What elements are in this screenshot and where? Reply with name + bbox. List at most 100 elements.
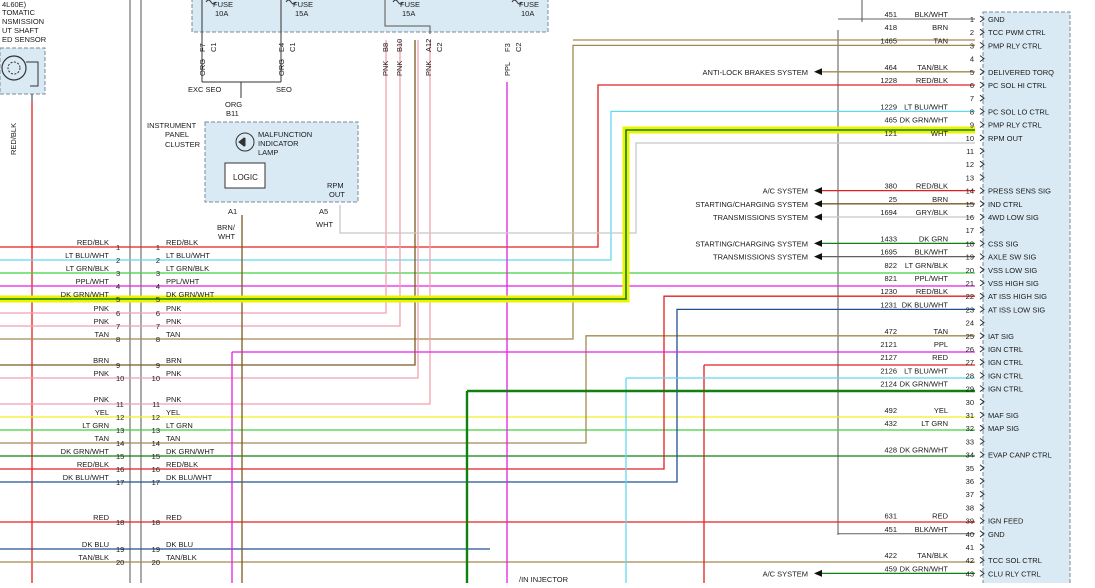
wire-route bbox=[0, 40, 431, 405]
right-conn-color: DK GRN/WHT bbox=[900, 380, 949, 389]
left-conn-pin: 9 bbox=[116, 361, 120, 370]
right-conn-pin: 39 bbox=[966, 517, 974, 526]
mid-conn-color: RED/BLK bbox=[166, 238, 198, 247]
right-conn-pin: 32 bbox=[966, 424, 974, 433]
left-conn-color: TAN bbox=[95, 330, 109, 339]
right-conn-circuit: 451 bbox=[884, 10, 897, 19]
left-conn-pin: 3 bbox=[116, 269, 120, 278]
mid-conn-pin: 13 bbox=[152, 426, 160, 435]
mid-conn-color: TAN bbox=[166, 330, 180, 339]
ipc-pin-a5: A5 bbox=[319, 207, 328, 216]
top-pin-connector: C2 bbox=[435, 42, 444, 52]
pin-chevron-icon bbox=[979, 134, 985, 142]
mid-conn-pin: 5 bbox=[156, 295, 160, 304]
wire-route bbox=[0, 295, 975, 470]
mid-conn-color: RED bbox=[166, 513, 182, 522]
right-conn-pin: 10 bbox=[966, 134, 974, 143]
right-conn-color: DK GRN bbox=[919, 234, 948, 243]
right-conn-circuit: 821 bbox=[884, 274, 897, 283]
right-conn-color: BRN bbox=[932, 23, 948, 32]
right-conn-circuit: 1694 bbox=[880, 208, 897, 217]
right-conn-circuit: 1229 bbox=[880, 102, 897, 111]
right-conn-circuit: 631 bbox=[884, 512, 897, 521]
pin-chevron-icon bbox=[979, 42, 985, 49]
system-arrow-icon bbox=[814, 213, 822, 221]
pin-chevron-icon bbox=[979, 55, 985, 62]
left-conn-color: PNK bbox=[94, 317, 109, 326]
system-arrow-icon bbox=[814, 253, 822, 261]
right-conn-circuit: 492 bbox=[884, 406, 897, 415]
top-pin-color: PPL bbox=[503, 62, 512, 76]
pin-chevron-icon bbox=[979, 477, 985, 485]
right-conn-color: TAN bbox=[934, 36, 948, 45]
right-conn-pin: 40 bbox=[966, 530, 974, 539]
mid-conn-color: PNK bbox=[166, 317, 181, 326]
right-conn-pin: 12 bbox=[966, 160, 974, 169]
left-conn-pin: 12 bbox=[116, 413, 124, 422]
system-label: ANTI-LOCK BRAKES SYSTEM bbox=[703, 68, 808, 77]
left-conn-color: DK GRN/WHT bbox=[61, 447, 110, 456]
pin-chevron-icon bbox=[979, 424, 985, 432]
fuse-icon bbox=[392, 0, 404, 5]
system-arrow-icon bbox=[814, 239, 822, 247]
right-conn-color: DK GRN/WHT bbox=[900, 116, 949, 125]
pin-chevron-icon bbox=[979, 94, 985, 102]
ipc-box bbox=[204, 121, 359, 203]
wire-route bbox=[0, 84, 975, 248]
right-conn-circuit: 2126 bbox=[880, 366, 897, 375]
right-conn-pin: 27 bbox=[966, 358, 974, 367]
right-conn-color: YEL bbox=[934, 406, 948, 415]
fuse-word: FUSE bbox=[519, 0, 539, 9]
top-pin-color: PNK bbox=[381, 61, 390, 76]
right-conn-circuit: 459 bbox=[884, 564, 897, 573]
mid-conn-pin: 2 bbox=[156, 256, 160, 265]
right-conn-function: DELIVERED TORQ bbox=[988, 68, 1054, 77]
mid-conn-pin: 10 bbox=[152, 374, 160, 383]
mid-conn-color: PPL/WHT bbox=[166, 277, 200, 286]
mid-conn-pin: 1 bbox=[156, 243, 160, 252]
left-conn-color: PNK bbox=[94, 395, 109, 404]
right-conn-circuit: 1433 bbox=[880, 234, 897, 243]
pin-chevron-icon bbox=[979, 187, 985, 194]
right-conn-pin: 26 bbox=[966, 345, 974, 354]
right-conn-pin: 8 bbox=[970, 107, 974, 116]
right-conn-pin: 4 bbox=[970, 55, 974, 64]
pin-chevron-icon bbox=[979, 213, 985, 221]
right-conn-function: PMP RLY CTRL bbox=[988, 41, 1042, 50]
right-conn-pin: 20 bbox=[966, 266, 974, 275]
right-conn-pin: 36 bbox=[966, 477, 974, 486]
ipc-label-line: CLUSTER bbox=[165, 140, 201, 149]
right-conn-function: EVAP CANP CTRL bbox=[988, 451, 1052, 460]
right-conn-function: CSS SIG bbox=[988, 239, 1019, 248]
left-conn-color: DK GRN/WHT bbox=[61, 290, 110, 299]
system-label: A/C SYSTEM bbox=[763, 569, 808, 578]
mid-conn-pin: 11 bbox=[152, 400, 160, 409]
right-conn-pin: 35 bbox=[966, 464, 974, 473]
wire-rpm-out bbox=[339, 142, 975, 234]
right-conn-pin: 1 bbox=[970, 15, 974, 24]
mil-lamp-icon bbox=[235, 132, 255, 152]
top-pin-color: ORG bbox=[198, 59, 207, 76]
rpm-out-label: RPM bbox=[327, 181, 344, 190]
right-conn-pin: 37 bbox=[966, 490, 974, 499]
right-conn-function: IGN CTRL bbox=[988, 371, 1023, 380]
right-conn-pin: 42 bbox=[966, 556, 974, 565]
fuse-word: FUSE bbox=[293, 0, 313, 9]
fuse-icon bbox=[205, 0, 217, 5]
right-conn-pin: 2 bbox=[970, 28, 974, 37]
right-conn-function: VSS HIGH SIG bbox=[988, 279, 1039, 288]
pin-chevron-icon bbox=[979, 226, 985, 234]
top-pin-connector: C1 bbox=[288, 42, 297, 52]
pin-chevron-icon bbox=[979, 517, 985, 524]
left-conn-pin: 15 bbox=[116, 452, 124, 461]
top-pin-color: PNK bbox=[395, 61, 404, 76]
sensor-coil-icon bbox=[7, 61, 21, 75]
ipc-a1-color: WHT bbox=[218, 232, 235, 241]
right-conn-circuit: 422 bbox=[884, 551, 897, 560]
right-conn-function: IGN FEED bbox=[988, 517, 1024, 526]
pin-chevron-icon bbox=[979, 279, 985, 287]
right-conn-function: CLU RLY CTRL bbox=[988, 569, 1041, 578]
right-conn-pin: 29 bbox=[966, 385, 974, 394]
ipc-a1-color: BRN/ bbox=[217, 223, 236, 232]
pin-chevron-icon bbox=[979, 68, 985, 76]
